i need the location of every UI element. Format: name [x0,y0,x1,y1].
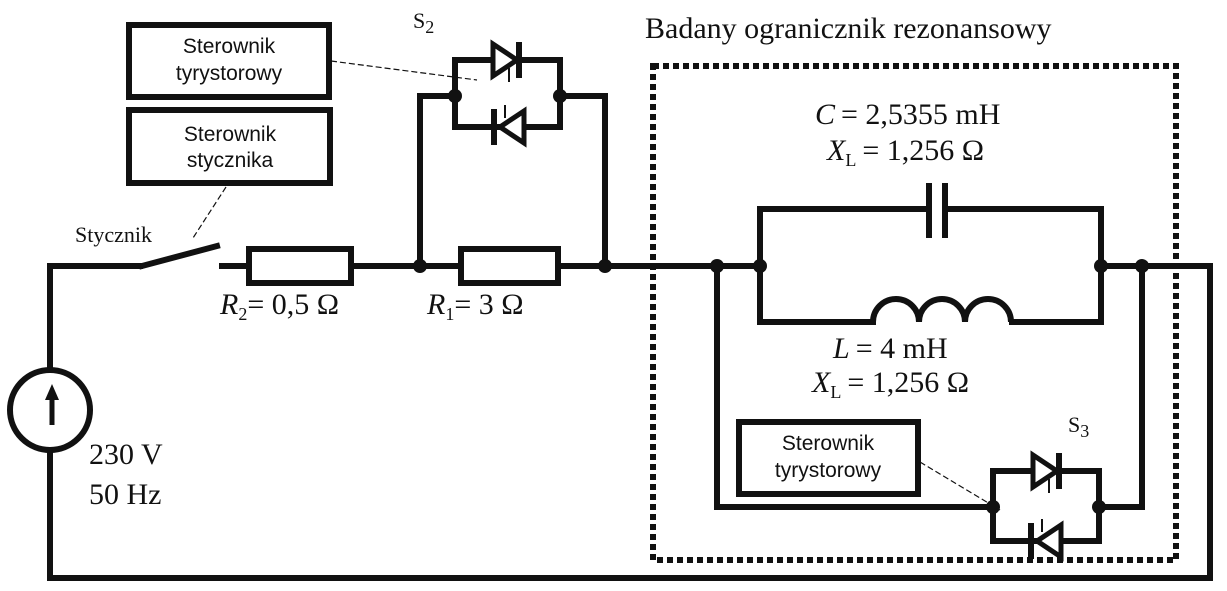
s2-control-link [330,60,478,81]
wire-cap-branch-right [944,206,1104,269]
source-voltage: 230 V [89,438,163,471]
wire-ind-branch-right [1009,263,1104,325]
source-frequency: 50 Hz [89,478,161,511]
inductor-reactance: XL= 1,256 Ω [811,366,969,402]
inductor [870,296,1014,323]
svg-text:Sterownik: Sterownik [782,432,875,455]
wire-left-bottom [47,263,1213,581]
wire-s2-bypass-right [557,93,608,269]
inductor-value: L= 4 mH [832,332,948,365]
junction-dot [1092,500,1106,514]
svg-text:Sterownik: Sterownik [184,123,277,146]
thyristor-controller-s2: Sterownik tyrystorowy [126,22,332,100]
svg-text:tyrystorowy: tyrystorowy [775,459,882,482]
wire-s3-right [1096,263,1145,510]
resistor-r2-label: R2= 0,5 Ω [219,288,339,324]
thyristor-s3-reverse [1028,519,1064,562]
thyristor-s2-reverse [491,105,527,148]
wire-ind-branch-left [757,263,876,325]
thyristor-s3-forward [1030,450,1062,493]
wire-s3-left [714,263,996,510]
s3-control-link [919,461,1001,511]
junction-dot [598,259,612,273]
junction-dot [413,259,427,273]
capacitor-value: C= 2,5355 mH [815,98,1000,131]
limiter-enclosure [650,63,1179,563]
resistor-r1 [458,246,561,286]
wire-cap-branch-left [757,206,931,269]
source-arrow-icon [45,384,59,425]
svg-text:tyrystorowy: tyrystorowy [176,62,283,85]
junction-dot [553,89,567,103]
capacitor [926,183,948,238]
contactor-control-link [192,186,227,239]
resistor-r2 [246,246,354,286]
junction-dot [986,500,1000,514]
junction-dot [710,259,724,273]
junction-dot [753,259,767,273]
junction-dot [1135,259,1149,273]
contactor-switch-blade [138,242,221,270]
svg-text:Sterownik: Sterownik [183,35,276,58]
junction-dot [1094,259,1108,273]
wire-s2-bypass-left [417,93,458,269]
limiter-title: Badany ogranicznik rezonansowy [645,12,1052,45]
contactor-controller: Sterownik stycznika [126,107,333,186]
resistor-r1-label: R1= 3 Ω [426,288,524,324]
capacitor-reactance: XL= 1,256 Ω [826,134,984,170]
thyristor-controller-s3: Sterownik tyrystorowy [736,419,921,497]
thyristor-s2-forward [490,39,522,82]
switch-s2-label: S2 [413,8,434,37]
junction-dot [448,89,462,103]
switch-s3-label: S3 [1068,412,1089,441]
wire-left-top [47,263,143,375]
svg-text:stycznika: stycznika [187,149,274,172]
contactor-label: Stycznik [75,222,152,247]
